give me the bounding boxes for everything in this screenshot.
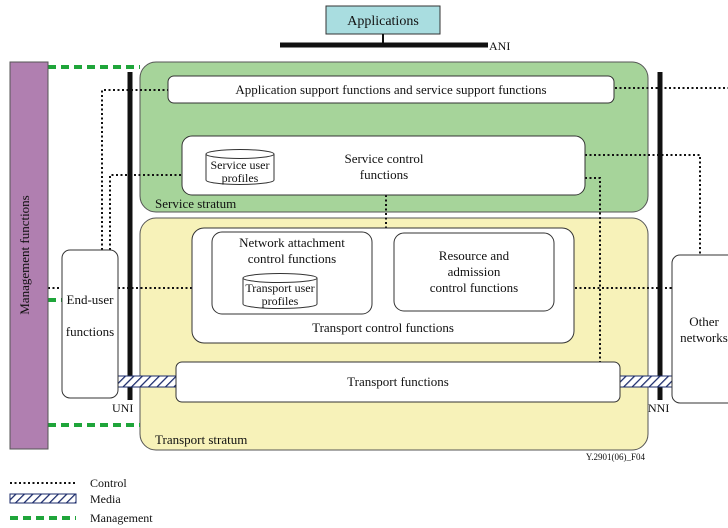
transport-user-profiles-line2: profiles [262, 294, 299, 308]
service-user-profiles-line2: profiles [222, 171, 259, 185]
nacf-line2: control functions [248, 251, 336, 266]
media-link-uni [117, 375, 177, 388]
nacf-line1: Network attachment [239, 235, 345, 250]
applications-box [325, 5, 441, 35]
other-networks-box [671, 254, 728, 404]
transport-functions-label: Transport functions [347, 374, 449, 389]
service-control-line2: functions [360, 167, 408, 182]
transport-user-profiles-line1: Transport user [245, 281, 314, 295]
end-user-line1: End-user [67, 292, 115, 307]
racf-line1: Resource and [439, 248, 510, 263]
service-user-profiles-db [205, 149, 275, 185]
end-user-functions-box [61, 249, 119, 399]
racf-line3: control functions [430, 280, 518, 295]
app-support-label: Application support functions and servic… [235, 82, 546, 97]
service-control-box [181, 135, 586, 196]
legend-management-label: Management [90, 511, 153, 525]
management-lines [48, 65, 140, 427]
ani-label: ANI [489, 39, 510, 53]
app-support-box [167, 75, 615, 104]
applications-label: Applications [347, 14, 419, 29]
nni-label: NNI [648, 401, 669, 415]
legend: Control Media Management [9, 476, 153, 525]
legend-control-label: Control [90, 476, 127, 490]
legend-media-swatch [9, 493, 77, 504]
service-control-line1: Service control [344, 151, 423, 166]
media-link-nni [619, 375, 679, 388]
uni-label: UNI [112, 401, 133, 415]
management-functions-label: Management functions [17, 195, 32, 315]
racf-line2: admission [448, 264, 501, 279]
service-stratum-label: Service stratum [155, 196, 236, 211]
transport-functions-box [175, 361, 621, 403]
transport-user-profiles-db [242, 273, 318, 309]
figure-id: Y.2901(06)_F04 [586, 452, 646, 462]
management-functions-box [9, 61, 49, 450]
legend-media-label: Media [90, 492, 121, 506]
transport-stratum-label: Transport stratum [155, 432, 247, 447]
racf-box [393, 232, 555, 312]
end-user-line2: functions [66, 324, 114, 339]
other-networks-line1: Other [689, 314, 719, 329]
transport-control-label: Transport control functions [312, 320, 454, 335]
other-networks-line2: networks [680, 330, 728, 345]
service-user-profiles-line1: Service user [211, 158, 270, 172]
